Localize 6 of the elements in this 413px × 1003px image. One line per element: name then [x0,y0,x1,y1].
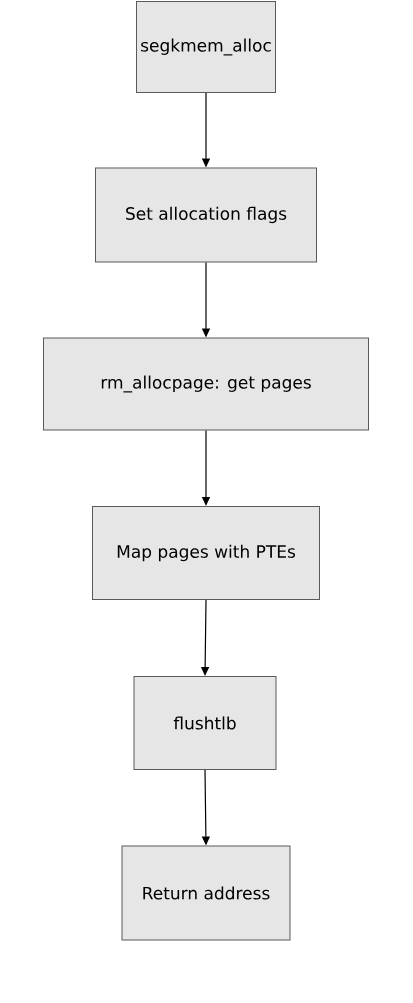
process-box: Set allocation flags [95,167,317,263]
process-box: segkmem_alloc [136,1,276,93]
process-box: Map pages with PTEs [92,506,320,600]
process-box: rm_allocpage: get pages [43,337,369,431]
process-box: flushtlb [133,676,277,770]
process-box: Return address [121,845,291,941]
